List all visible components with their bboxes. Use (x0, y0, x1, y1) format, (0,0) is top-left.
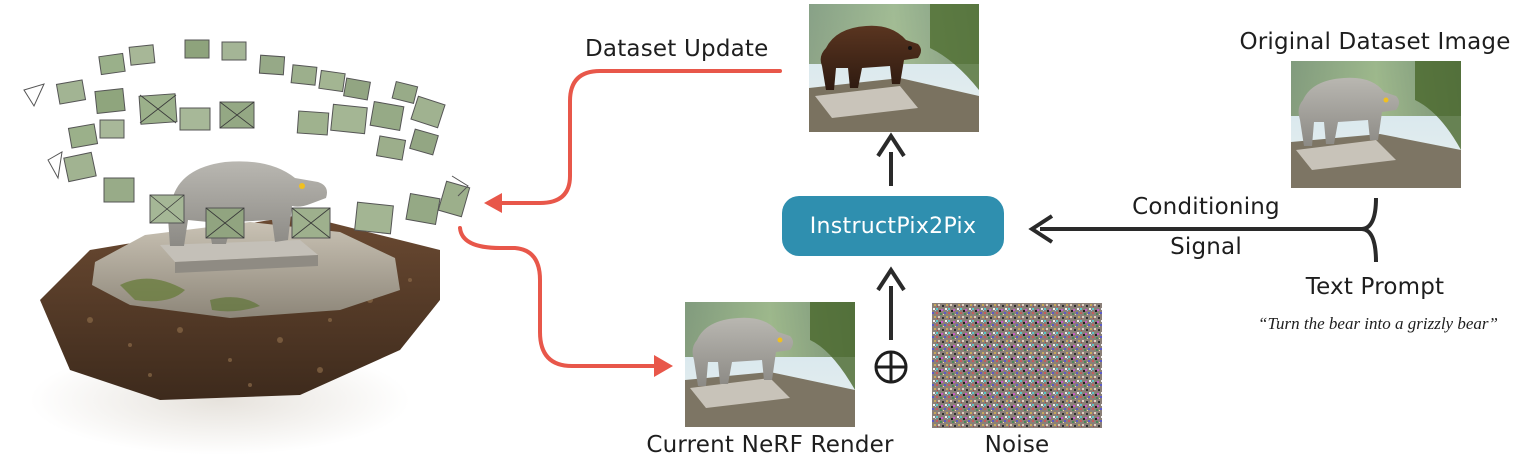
combine-icon (874, 350, 908, 384)
nerf-scene (23, 39, 471, 455)
instructpix2pix-label: InstructPix2Pix (809, 213, 977, 239)
signal-label: Signal (1170, 234, 1242, 260)
prompt-quote: “Turn the bear into a grizzly bear” (1258, 314, 1498, 333)
dataset-update-arrowhead (484, 193, 502, 213)
moss (120, 278, 185, 302)
output-arrowhead (876, 132, 906, 158)
input-arrowhead (876, 266, 906, 292)
conditioning-label: Conditioning (1132, 194, 1280, 220)
render-arrow (458, 226, 657, 368)
dataset-update-arrow (496, 69, 782, 205)
original-dataset-image (1291, 61, 1461, 188)
stone-bear-scene (166, 161, 327, 246)
pedestal-side (175, 255, 318, 273)
conditioning-brace (1361, 197, 1378, 263)
text-prompt-label: Text Prompt (1305, 274, 1445, 300)
render-arrowhead (654, 355, 673, 377)
noise-image (932, 303, 1102, 428)
current-nerf-render (685, 302, 855, 427)
dark-arrows (876, 132, 1378, 340)
noise-label: Noise (984, 432, 1050, 458)
red-arrows (458, 69, 782, 377)
moss-2 (210, 297, 260, 312)
pedestal (160, 240, 318, 262)
conditioning-arrowhead (1028, 214, 1054, 244)
original-dataset-image-label: Original Dataset Image (1239, 29, 1511, 55)
instructpix2pix-box: InstructPix2Pix (782, 196, 1004, 256)
dataset-update-label: Dataset Update (585, 36, 769, 62)
grizzly-edited-image (809, 4, 979, 132)
current-nerf-render-label: Current NeRF Render (646, 432, 894, 458)
frustum-lines (139, 94, 331, 239)
